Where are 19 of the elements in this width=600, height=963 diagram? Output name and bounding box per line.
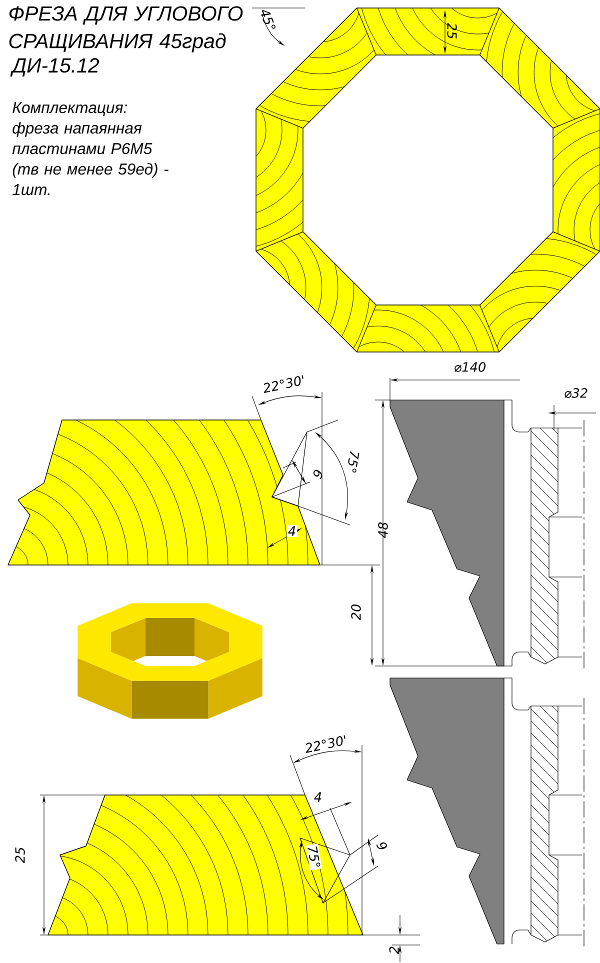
dimension-label: 20	[351, 604, 361, 620]
dimension-label: 9	[376, 842, 387, 850]
product-code: ДИ-15.12	[10, 58, 100, 77]
dimension-label: 48	[378, 522, 388, 538]
dimension-label: 22°30'	[306, 735, 346, 754]
note-text: Комплектация: фреза напаянная пластинами Р6М5 (тв не менее 59ед) - 1шт.	[12, 102, 168, 196]
dimension-label: 9	[313, 470, 322, 480]
dimension-label: 22°30'	[264, 375, 304, 394]
dimension-label: 2	[389, 946, 399, 954]
dimension-label: 4	[314, 792, 322, 802]
title: ФРЕЗА ДЛЯ УГЛОВОГО СРАЩИВАНИЯ 45град	[9, 6, 243, 52]
dimension-label: ⌀140	[454, 362, 486, 372]
dimension-label: 45°	[261, 10, 276, 29]
dimension-label: ⌀32	[564, 388, 588, 398]
dimension-label: 75°	[308, 846, 320, 867]
dimension-label: 25	[447, 22, 457, 38]
dimension-label: 75°	[348, 451, 360, 473]
dimension-label: 25	[15, 848, 25, 864]
dimension-label: 4	[288, 526, 296, 536]
